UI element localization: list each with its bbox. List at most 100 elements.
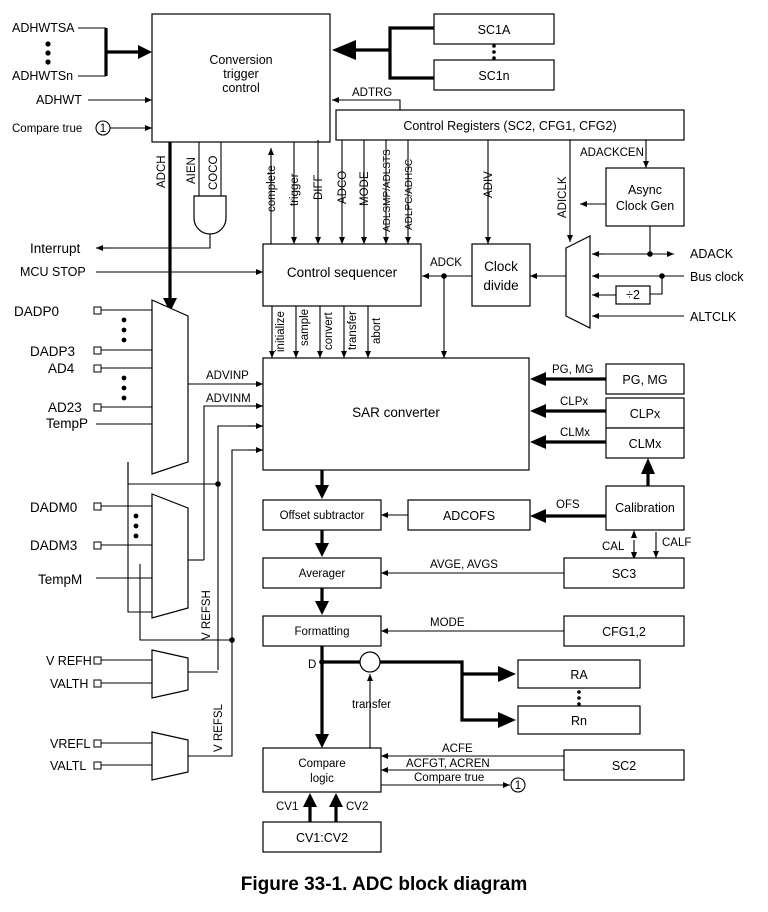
dadm3-label: DADM3: [30, 538, 77, 553]
dadp0-label: DADP0: [14, 304, 59, 319]
sc1n-block: [433, 59, 555, 91]
sc1n-label: SC1n: [478, 69, 509, 83]
valth-pin: [93, 679, 102, 688]
positive-input-mux: [151, 299, 189, 475]
sc2-label: SC2: [612, 759, 636, 773]
ad-dot: [121, 395, 127, 401]
dadm0-label: DADM0: [30, 500, 77, 515]
sample-label: sample: [299, 309, 311, 346]
compare-true-label: Compare true: [12, 123, 82, 135]
adhwts-dot: [45, 41, 51, 47]
adch-label: ADCH: [156, 155, 168, 188]
async-clock-gen-block: [605, 167, 685, 227]
transfer-switch: [359, 651, 381, 673]
valtl-pin: [93, 761, 102, 770]
tempp-label: TempP: [46, 416, 88, 431]
adch-arrow: [163, 298, 177, 312]
ofs-label: OFS: [556, 499, 580, 511]
adhwts-bus-arrow: [138, 45, 152, 59]
r-dot: [577, 690, 581, 694]
trigger-label: trigger: [289, 173, 301, 206]
sar-converter-label: SAR converter: [352, 405, 440, 420]
dadp0-pin: [93, 306, 102, 315]
offset-subtractor-label: Offset subtractor: [280, 510, 365, 522]
vrefsl-path: [231, 449, 256, 750]
clock-divide-block: [471, 243, 531, 307]
cv1-arrow: [303, 793, 317, 807]
formatting-block: [262, 615, 382, 647]
ad4-label: AD4: [48, 361, 75, 376]
connector-1-label: 1: [100, 123, 106, 135]
conversion-trigger-control-block: [151, 13, 331, 143]
sc1a-block: [433, 13, 555, 45]
bus-clock-label: Bus clock: [690, 270, 744, 284]
adhwts-dot: [45, 50, 51, 56]
adiclk-label: ADICLK: [557, 176, 569, 218]
advinm-path: [203, 405, 256, 560]
averager-label: Averager: [299, 568, 346, 580]
transfer2-label: transfer: [352, 699, 391, 711]
altclk-label: ALTCLK: [690, 310, 737, 324]
adiv-label: ADIV: [483, 171, 495, 198]
diff-label: DIFF: [313, 174, 325, 200]
formatting-label: Formatting: [295, 626, 350, 638]
offset-to-avg-arrow: [315, 543, 329, 557]
sc2-block: [563, 749, 685, 781]
adcofs-label: ADCOFS: [443, 509, 495, 523]
avg-to-fmt-arrow: [315, 601, 329, 615]
clmx-block: [605, 427, 685, 459]
ad-dot: [121, 385, 127, 391]
calibration-block: [605, 485, 685, 531]
rn-label: Rn: [571, 714, 587, 728]
advinp-label: ADVINP: [206, 370, 249, 382]
acfgt-label: ACFGT, ACREN: [406, 758, 490, 770]
cross-feed-m: [127, 462, 152, 613]
control-sequencer-block: [262, 243, 422, 307]
sc1-dot: [492, 56, 496, 60]
clpx-label: CLPx: [630, 407, 661, 421]
dadp-dot: [121, 337, 127, 343]
sar-to-offset-arrow: [315, 485, 329, 499]
clmx-label: CLMx: [629, 437, 662, 451]
d-label: D: [308, 659, 316, 671]
pg-mg-label: PG, MG: [622, 373, 667, 387]
valth-label: VALTH: [50, 677, 88, 691]
cv1cv2-block: [262, 821, 382, 853]
figure-caption: Figure 33-1. ADC block diagram: [241, 874, 527, 895]
vrefh-pin: [93, 656, 102, 665]
adhwts-bus: [104, 28, 140, 76]
dadm-dot: [133, 533, 139, 539]
clmx-bus-label: CLMx: [560, 427, 590, 439]
clmx-bus-arrow: [530, 435, 546, 449]
cross-node: [215, 481, 221, 487]
adhwtsn-label: ADHWTSn: [12, 69, 73, 83]
conversion-trigger-label-2: trigger: [223, 67, 258, 81]
async-clock-gen-label-1: Async: [628, 183, 662, 197]
adtrg-line: [342, 99, 401, 110]
compare-logic-label-2: logic: [310, 773, 334, 785]
interrupt-and-gate: [193, 195, 227, 235]
adlpc-label: ADLPC/ADHSC: [404, 159, 415, 230]
sc1-dot: [492, 50, 496, 54]
vrefl-pin: [93, 739, 102, 748]
pg-mg-bus-arrow: [530, 372, 546, 386]
compare-logic-label-1: Compare: [298, 758, 345, 770]
ra-block: [517, 659, 641, 689]
adlsmp-label: ADLSMP/ADLSTS: [382, 149, 393, 232]
dadp3-pin: [93, 346, 102, 355]
compare-logic-block: [262, 747, 382, 793]
sc3-block: [563, 557, 685, 589]
ra-arrow: [498, 666, 516, 682]
vrefh-label: V REFH: [46, 654, 92, 668]
adack-feed: [596, 226, 651, 255]
rn-block: [517, 705, 641, 735]
tempm-label: TempM: [38, 572, 82, 587]
conversion-trigger-label-3: control: [222, 81, 260, 95]
sc1-dot: [492, 44, 496, 48]
calf-label: CALF: [662, 537, 691, 549]
cal-to-clmx-arrow: [641, 458, 655, 474]
r-dot: [577, 696, 581, 700]
adack-node: [647, 251, 653, 257]
